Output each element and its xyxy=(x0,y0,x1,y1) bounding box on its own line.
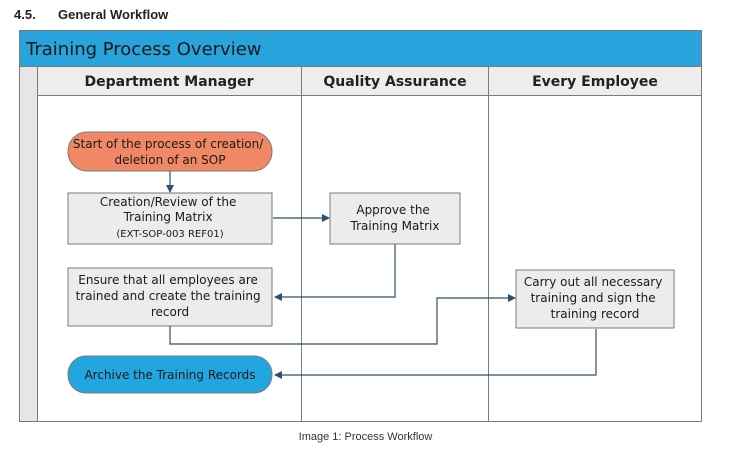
ensure-node-label: Ensure that all employees are trained an… xyxy=(76,273,265,319)
section-number: 4.5. xyxy=(14,7,36,22)
carry-out-node xyxy=(515,269,675,329)
approve-node-label: Approve the Training Matrix xyxy=(350,203,440,233)
ensure-node xyxy=(67,267,273,327)
lane-header-band xyxy=(37,66,702,96)
lane-header-quality-assurance: Quality Assurance xyxy=(323,74,466,90)
approve-node-line: Approve the xyxy=(356,203,429,217)
ensure-node-line: record xyxy=(151,305,189,319)
carry-out-node-line: training and sign the xyxy=(531,291,656,305)
carry-out-node-line: Carry out all necessary xyxy=(524,275,662,289)
connector-carry-to-archive xyxy=(274,329,597,379)
section-heading: 4.5. General Workflow xyxy=(14,7,168,22)
approve-node xyxy=(329,192,461,245)
start-node-line: Start of the process of creation/ xyxy=(73,137,264,151)
diagram-title-bar xyxy=(19,30,702,67)
ensure-node-line: Ensure that all employees are xyxy=(78,273,258,287)
start-node-label: Start of the process of creation/ deleti… xyxy=(73,137,267,167)
lane-header-every-employee: Every Employee xyxy=(532,74,658,90)
connector-ensure-to-carry xyxy=(169,294,516,345)
figure-caption: Image 1: Process Workflow xyxy=(298,431,433,443)
creation-review-label: Creation/Review of the Training Matrix (… xyxy=(100,195,240,240)
archive-node xyxy=(67,355,273,394)
carry-out-node-label: Carry out all necessary training and sig… xyxy=(524,275,666,321)
lane-gutter xyxy=(19,66,38,422)
creation-review-line: Creation/Review of the xyxy=(100,195,237,209)
creation-review-ref: (EXT-SOP-003 REF01) xyxy=(116,229,223,240)
connector-approve-to-ensure xyxy=(274,244,396,301)
start-node-line: deletion of an SOP xyxy=(115,153,226,167)
diagram-title: Training Process Overview xyxy=(25,39,262,60)
archive-node-label: Archive the Training Records xyxy=(84,368,255,382)
ensure-node-line: trained and create the training xyxy=(76,289,261,303)
creation-review-node xyxy=(67,192,273,245)
approve-node-line: Training Matrix xyxy=(350,219,440,233)
creation-review-line: Training Matrix xyxy=(123,210,213,224)
lane-header-department-manager: Department Manager xyxy=(84,74,253,90)
start-node xyxy=(67,131,273,172)
carry-out-node-line: training record xyxy=(551,307,640,321)
section-title: General Workflow xyxy=(58,7,169,22)
